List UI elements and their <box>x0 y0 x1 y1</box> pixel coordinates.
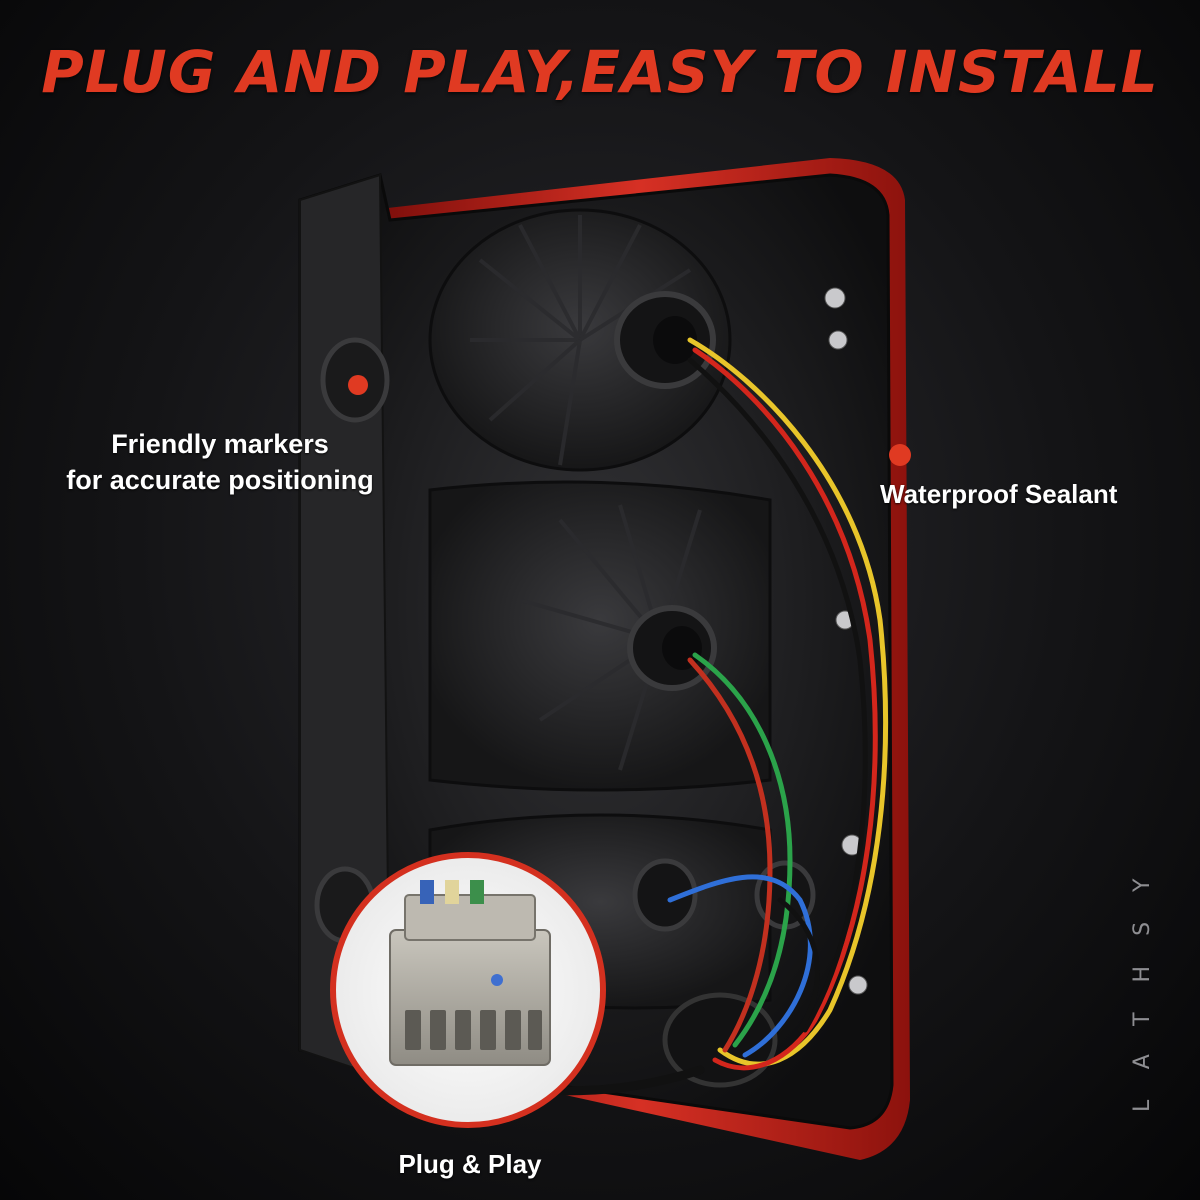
plug-inset <box>330 852 606 1128</box>
headline-title: PLUG AND PLAY,EASY TO INSTALL <box>41 38 1159 106</box>
plug-connector <box>389 880 551 1066</box>
brand-watermark: LATHSY <box>1130 848 1155 1112</box>
callout-positioning-markers: Friendly markers for accurate positionin… <box>40 426 400 498</box>
callout-waterproof-sealant: Waterproof Sealant <box>880 479 1118 509</box>
callout-markers-line1: Friendly markers <box>111 429 329 459</box>
bulb-socket-upper <box>614 291 716 389</box>
callout-plug-and-play: Plug & Play <box>398 1149 542 1179</box>
bulb-socket-lower-left <box>632 858 698 932</box>
callout-markers-line2: for accurate positioning <box>66 465 374 495</box>
sealant-marker-dot <box>889 444 911 466</box>
positioning-marker-upper <box>320 337 390 423</box>
mounting-screws <box>824 287 868 995</box>
middle-reflector <box>428 480 772 792</box>
